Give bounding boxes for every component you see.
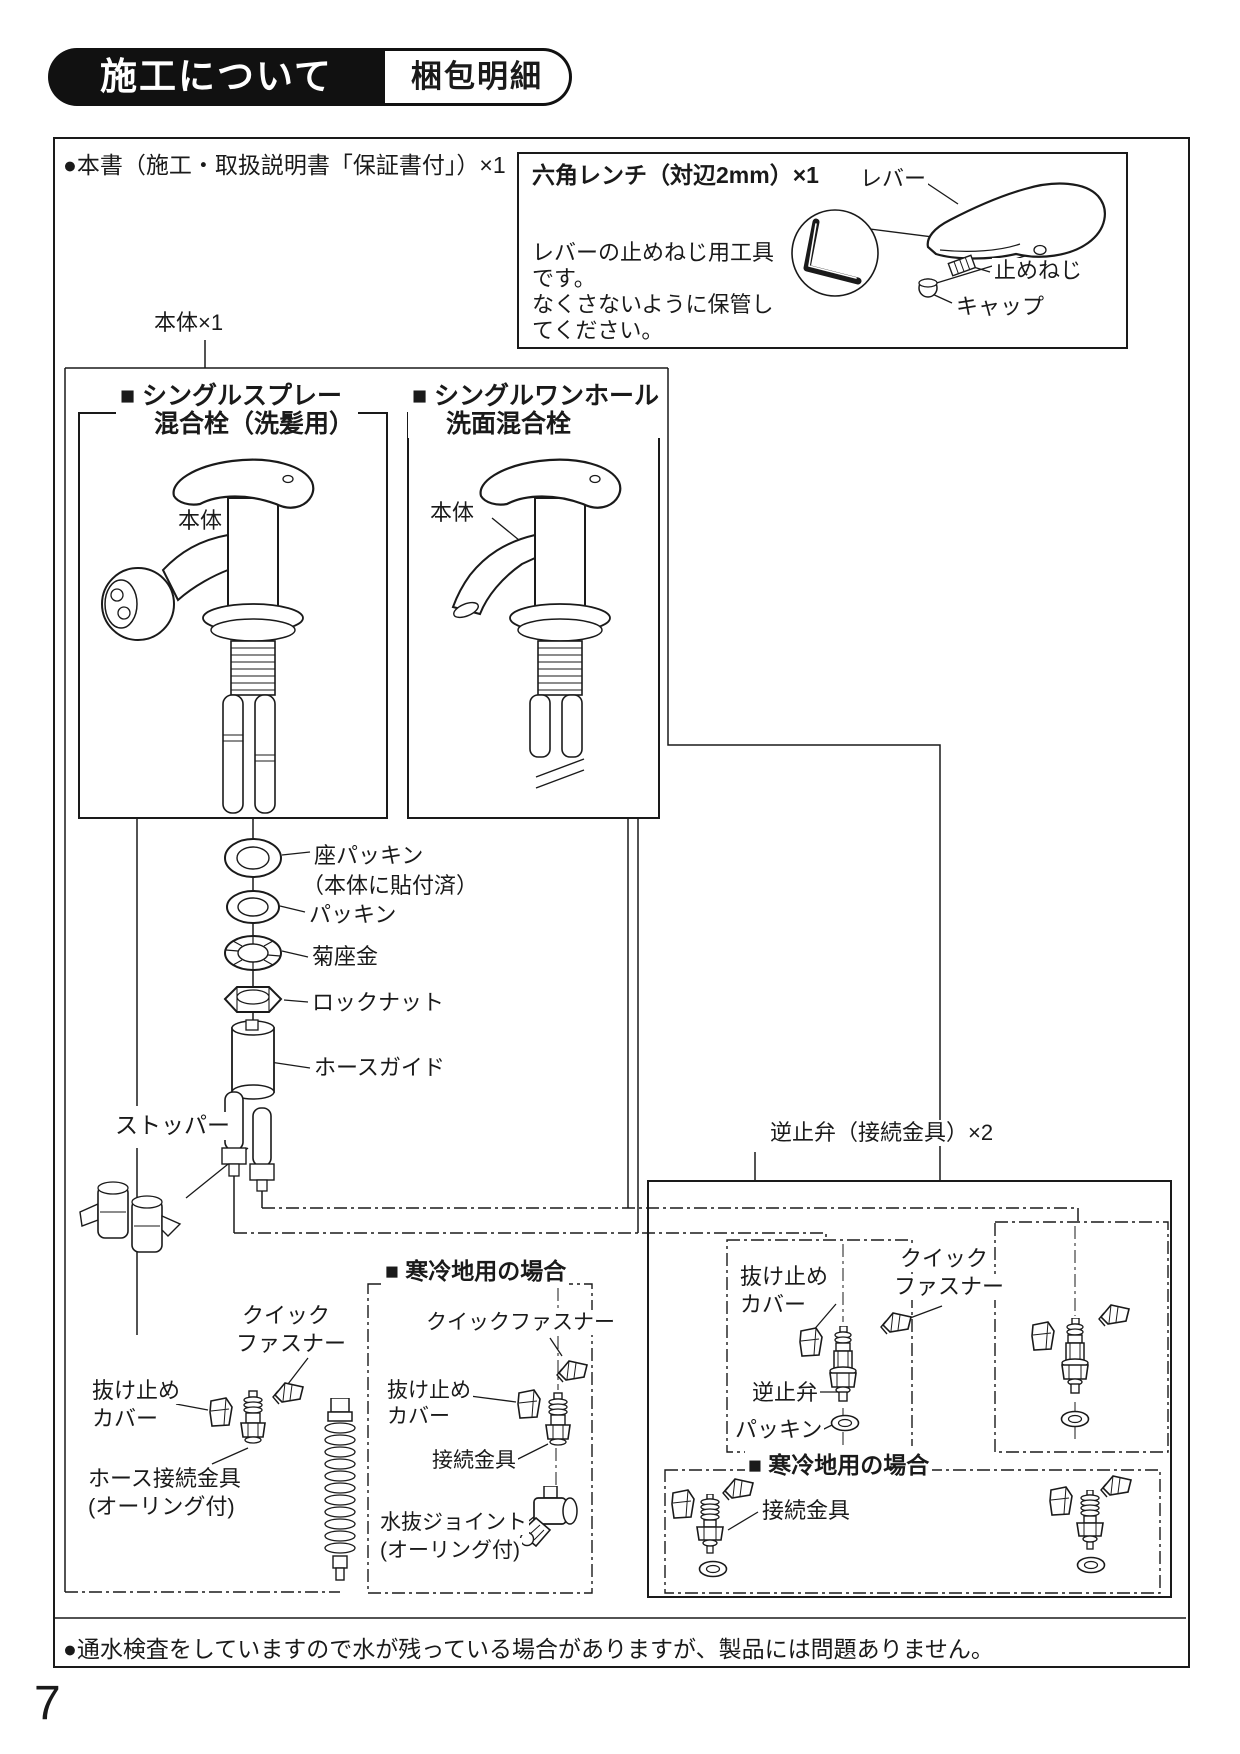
lever-label: レバー — [858, 166, 929, 193]
check-valve-box — [647, 1180, 1172, 1598]
bottom-note: ●通水検査をしていますので水が残っている場合がありますが、製品には問題ありません… — [63, 1630, 994, 1664]
middle-cover-label1: 抜け止め — [385, 1378, 473, 1404]
section-header: 施工について — [48, 48, 385, 106]
right-cover-label2: カバー — [738, 1292, 809, 1319]
page-number: 7 — [34, 1677, 61, 1730]
faucet-right-title: ■ シングルワンホール 洗面混合栓 — [408, 382, 664, 438]
right-cold-title: ■ 寒冷地用の場合 — [745, 1446, 933, 1480]
faucet-right-box — [407, 412, 660, 819]
right-cover-label1: 抜け止め — [738, 1264, 831, 1291]
middle-fitting-label: 接続金具 — [430, 1448, 518, 1474]
left-quick-label2: ファスナー — [234, 1331, 349, 1358]
left-quick-label1: クイック — [240, 1303, 333, 1330]
top-note: ●本書（施工・取扱説明書「保証書付」）×1 — [63, 146, 506, 180]
seat-packing-label2: （本体に貼付済） — [300, 873, 481, 900]
middle-cover-label2: カバー — [385, 1404, 452, 1430]
body-count-label: 本体×1 — [152, 310, 226, 337]
left-cover-label1: 抜け止め — [90, 1378, 183, 1405]
right-packing-label: パッキン — [733, 1417, 825, 1444]
faucet-right-title-line1: ■ シングルワンホール — [412, 382, 660, 410]
hose-guide-label: ホースガイド — [312, 1055, 447, 1082]
faucet-left-box — [78, 412, 388, 819]
right-fitting-label: 接続金具 — [760, 1498, 853, 1525]
hose-fitting-label2: (オーリング付) — [86, 1494, 237, 1521]
wrench-desc-line4: てください。 — [530, 318, 666, 345]
right-quick-label2: ファスナー — [892, 1274, 1007, 1301]
set-screw-label: 止めねじ — [992, 258, 1085, 285]
right-quick-label1: クイック — [898, 1246, 991, 1273]
hex-wrench-box — [517, 152, 1128, 349]
main-content-box — [53, 137, 1190, 1668]
drain-joint-label1: 水抜ジョイント — [378, 1510, 529, 1536]
middle-cold-title: ■ 寒冷地用の場合 — [382, 1252, 570, 1286]
check-valve-label: 逆止弁 — [750, 1380, 821, 1407]
wrench-desc-line3: なくさないように保管し — [530, 292, 776, 319]
wrench-desc-line1: レバーの止めねじ用工具 — [530, 240, 777, 267]
seat-packing-label: 座パッキン — [312, 843, 426, 870]
stopper-label: ストッパー — [113, 1112, 232, 1140]
wrench-box-title: 六角レンチ（対辺2mm）×1 — [530, 162, 821, 190]
faucet-left-title-line1: ■ シングルスプレー — [120, 382, 343, 410]
faucet-right-body-label: 本体 — [428, 500, 477, 527]
wrench-desc-line2: です。 — [530, 266, 598, 293]
left-cover-label2: カバー — [90, 1406, 161, 1433]
hose-fitting-label1: ホース接続金具 — [86, 1466, 243, 1493]
packing-label: パッキン — [307, 902, 399, 929]
subsection-header: 梱包明細 — [385, 48, 572, 106]
check-valve-count-label: 逆止弁（接続金具）×2 — [768, 1120, 996, 1147]
washer-label: 菊座金 — [310, 944, 381, 971]
faucet-left-title: ■ シングルスプレー 混合栓（洗髪用） — [116, 382, 359, 438]
faucet-right-title-line2: 洗面混合栓 — [446, 410, 572, 438]
middle-quick-fastener-label: クイックファスナー — [424, 1310, 617, 1336]
cap-label: キャップ — [954, 294, 1047, 321]
drain-joint-label2: (オーリング付) — [378, 1538, 522, 1564]
lock-nut-label: ロックナット — [310, 990, 447, 1017]
faucet-left-title-line2: 混合栓（洗髪用） — [154, 410, 355, 438]
faucet-left-body-label: 本体 — [176, 508, 225, 535]
